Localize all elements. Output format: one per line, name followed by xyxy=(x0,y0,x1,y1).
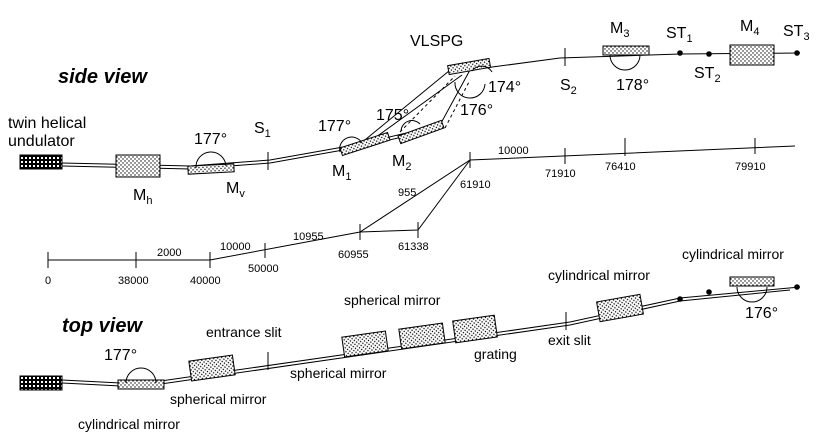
angle-label-mv: 177° xyxy=(194,131,227,148)
undulator-label-line1: twin helical xyxy=(8,115,86,132)
top-label-angle-2: 176° xyxy=(745,305,778,322)
angle-label-m3: 178° xyxy=(616,77,649,94)
tick-label-40000: 40000 xyxy=(190,275,221,287)
top-spherical-mirror-3 xyxy=(398,322,446,350)
angle-arc-grating-1 xyxy=(471,65,493,73)
mirror-m3-label: M3 xyxy=(610,20,629,40)
top-cylindrical-mirror-3 xyxy=(729,276,775,287)
top-station-3 xyxy=(794,284,800,290)
angle-label-m1: 177° xyxy=(318,118,351,135)
segment-label-10000-b: 10000 xyxy=(498,145,529,157)
top-spherical-mirror-2 xyxy=(341,330,389,358)
top-label-spherical-mirror-1: spherical mirror xyxy=(170,391,267,407)
tick-label-79910: 79910 xyxy=(735,161,766,173)
grating-vlspg xyxy=(447,57,492,76)
mirror-mv-label: Mv xyxy=(226,180,245,200)
segment-label-2000: 2000 xyxy=(157,247,181,259)
top-label-cylindrical-mirror-1: cylindrical mirror xyxy=(78,416,180,432)
angle-label-grating-1: 174° xyxy=(488,79,521,96)
segment-label-955: 955 xyxy=(398,187,416,199)
distance-axis xyxy=(47,138,796,268)
tick-label-61910: 61910 xyxy=(460,179,491,191)
top-label-cylindrical-mirror-2: cylindrical mirror xyxy=(548,267,650,283)
tick-label-0: 0 xyxy=(45,275,51,287)
mirror-m4-label: M4 xyxy=(740,18,759,38)
top-cylindrical-mirror-2 xyxy=(596,293,644,323)
top-label-exit-slit: exit slit xyxy=(548,332,591,348)
segment-label-10955: 10955 xyxy=(293,231,324,243)
tick-label-60955: 60955 xyxy=(338,249,369,261)
mirror-m3 xyxy=(602,45,650,56)
top-label-angle-1: 177° xyxy=(104,347,137,364)
top-label-spherical-mirror-2: spherical mirror xyxy=(290,365,387,381)
angle-arc-m3 xyxy=(609,54,641,71)
mirror-m1 xyxy=(339,131,391,157)
top-grating xyxy=(452,314,498,344)
mirror-m2-label: M2 xyxy=(392,153,411,173)
tick-label-38000: 38000 xyxy=(118,275,149,287)
side-beam-path xyxy=(61,52,801,170)
station-st1 xyxy=(677,50,683,56)
station-st3-label: ST3 xyxy=(783,23,810,43)
mirror-mh xyxy=(115,154,161,178)
mirror-mh-label: Mh xyxy=(133,187,152,207)
station-st3 xyxy=(794,50,800,56)
top-label-spherical-mirror-3: spherical mirror xyxy=(344,292,441,308)
top-angle-arc-1 xyxy=(125,367,157,384)
top-label-grating: grating xyxy=(474,346,517,362)
angle-arc-m2 xyxy=(400,120,421,132)
top-station-2 xyxy=(706,289,712,295)
top-station-1 xyxy=(677,296,683,302)
top-cylindrical-mirror-1 xyxy=(117,379,165,390)
mirror-mv xyxy=(187,163,235,175)
mirror-m2 xyxy=(397,119,445,145)
top-label-entrance-slit: entrance slit xyxy=(206,324,282,340)
station-st2 xyxy=(706,51,712,57)
station-st2-label: ST2 xyxy=(694,65,721,85)
top-undulator xyxy=(19,375,63,391)
top-label-cylindrical-mirror-3: cylindrical mirror xyxy=(682,246,784,262)
angle-arc-mv xyxy=(195,151,227,169)
tick-label-71910: 71910 xyxy=(545,168,576,180)
segment-label-10000-a: 10000 xyxy=(220,241,251,253)
angle-label-m2: 175° xyxy=(376,107,409,124)
side-view-title: side view xyxy=(58,66,148,88)
top-beam-path xyxy=(61,286,801,388)
top-view-title: top view xyxy=(62,315,143,337)
top-angle-arc-2 xyxy=(736,286,768,303)
angle-arc-grating-2 xyxy=(454,81,486,99)
grating-label: VLSPG xyxy=(410,33,463,50)
mirror-m4 xyxy=(729,44,775,66)
angle-label-grating-2: 176° xyxy=(460,102,493,119)
tick-label-76410: 76410 xyxy=(605,161,636,173)
tick-label-61338: 61338 xyxy=(398,241,429,253)
twin-helical-undulator xyxy=(19,154,63,170)
slit-s1-label: S1 xyxy=(254,120,271,140)
undulator-label-line2: undulator xyxy=(8,133,75,150)
slit-s2-label: S2 xyxy=(560,77,577,97)
tick-label-50000: 50000 xyxy=(248,263,279,275)
angle-arc-m1 xyxy=(339,136,363,153)
top-spherical-mirror-1 xyxy=(188,354,236,382)
mirror-m1-label: M1 xyxy=(332,163,351,183)
station-st1-label: ST1 xyxy=(666,25,693,45)
